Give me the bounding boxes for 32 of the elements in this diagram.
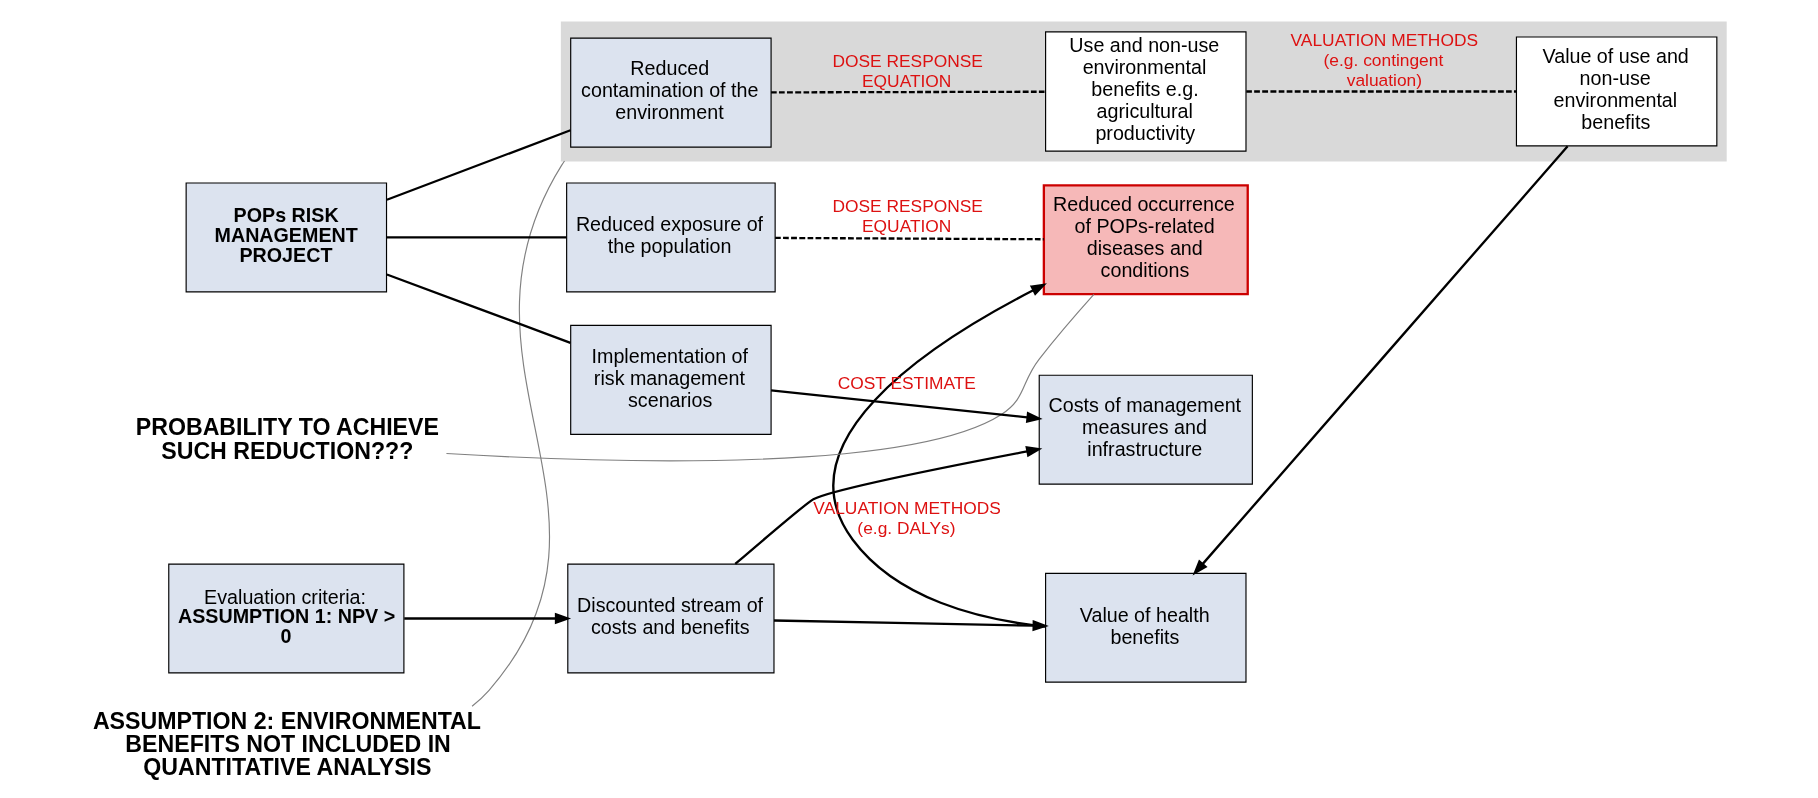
arrow: [1192, 145, 1568, 576]
node-text: PROBABILITY TO ACHIEVE SUCH REDUCTION???: [135, 414, 439, 464]
node-box: Implementation of risk management scenarios: [569, 324, 772, 435]
node-box: Reduced occurrence of POPs-related diseases and conditions: [1042, 184, 1249, 296]
arrow: [734, 446, 1042, 565]
node-text: ASSUMPTION 2: ENVIRONMENTAL BENEFITS NOT INCLUDED IN QUANTITATIVE ANALYSIS: [92, 707, 481, 780]
edge-label: DOSE RESPONSE EQUATION: [831, 195, 983, 236]
connector: [445, 293, 1094, 462]
node-box: Costs of management measures and infrastructure: [1038, 374, 1253, 485]
cluster: [560, 21, 1727, 162]
connector: [386, 129, 571, 201]
node-box: Discounted stream of costs and benefits: [566, 563, 775, 674]
edge-label: COST ESTIMATE: [837, 373, 976, 394]
edge-label: DOSE RESPONSE EQUATION: [831, 51, 983, 91]
arrow: [403, 612, 571, 625]
connector: [471, 160, 565, 707]
node-box: Use and non-use environmental benefits e.g. agricultural productivity: [1044, 31, 1247, 152]
node-box: Reduced exposure of the population: [565, 182, 776, 293]
connector: [774, 236, 1044, 241]
node-box: Reduced contamination of the environment: [569, 37, 772, 148]
node-box: Evaluation criteria: ASSUMPTION 1: NPV > 0: [167, 563, 404, 674]
arrow: [832, 283, 1047, 628]
connector: [1245, 90, 1516, 93]
node-box: Value of health benefits: [1044, 572, 1247, 683]
node-box: POPs RISK MANAGEMENT PROJECT: [185, 182, 387, 293]
arrow: [770, 389, 1043, 423]
edge-label: VALUATION METHODS (e.g. contingent valuation): [1290, 30, 1478, 90]
node-box: Value of use and non-use environmental benefits: [1515, 36, 1717, 147]
connector: [770, 90, 1045, 94]
connector: [386, 273, 571, 344]
arrow: [773, 619, 1049, 632]
connector: [386, 236, 566, 239]
